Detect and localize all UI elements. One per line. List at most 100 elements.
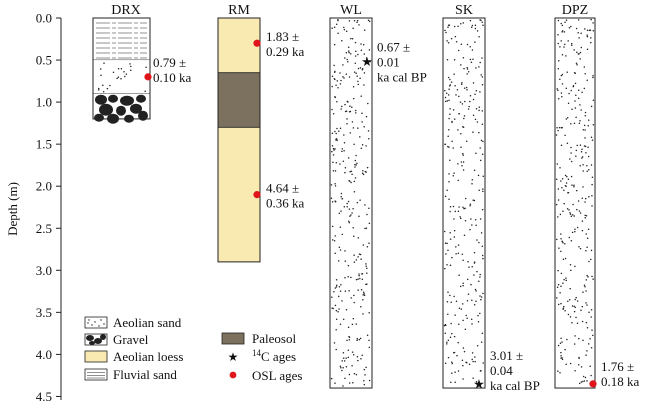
sand-grain [471, 299, 473, 301]
sand-grain [449, 294, 451, 297]
sand-grain [462, 282, 464, 284]
legend-paleosol-label: Paleosol [252, 331, 296, 346]
sand-grain [365, 145, 367, 147]
sand-grain [444, 100, 447, 103]
sand-grain [358, 273, 360, 275]
sand-grain [482, 188, 484, 190]
sand-grain [474, 356, 476, 358]
sand-grain [444, 323, 447, 326]
sand-grain [560, 354, 562, 357]
sand-grain [560, 22, 562, 25]
sand-grain [571, 108, 573, 110]
sand-grain [463, 115, 466, 117]
sand-grain [339, 127, 342, 129]
sand-grain [452, 205, 455, 208]
sand-grain [332, 307, 334, 310]
sand-grain [560, 74, 563, 77]
sand-grain [479, 218, 482, 220]
sand-grain [339, 226, 342, 228]
sand-grain [368, 379, 371, 382]
sand-grain [342, 351, 345, 354]
sand-grain [475, 380, 478, 383]
sand-grain [356, 75, 358, 77]
sand-grain [590, 136, 593, 139]
sand-grain [568, 299, 571, 301]
sand-grain [337, 32, 339, 34]
sand-grain [588, 311, 590, 313]
sand-grain [444, 242, 447, 244]
sand-grain [447, 76, 450, 79]
sand-grain [462, 169, 465, 171]
sand-grain [444, 332, 447, 335]
sand-grain [470, 218, 472, 220]
sand-grain [586, 79, 588, 81]
sand-grain [339, 163, 341, 165]
sand-grain [460, 146, 462, 148]
sand-grain [358, 24, 360, 26]
sand-grain [471, 358, 473, 361]
sand-grain [333, 43, 336, 46]
sand-grain [563, 202, 565, 205]
sand-grain [478, 66, 480, 68]
sand-grain [558, 126, 561, 129]
sand-grain [590, 374, 592, 377]
sand-grain [574, 265, 576, 268]
sand-grain [556, 297, 558, 299]
sand-grain [447, 145, 449, 148]
sand-grain [565, 19, 568, 21]
gravel-pebble [89, 341, 95, 345]
sand-grain [444, 362, 447, 365]
sand-grain [352, 226, 354, 229]
sand-grain [479, 159, 482, 162]
sand-grain [342, 367, 344, 369]
sand-grain [462, 161, 465, 163]
sand-grain [562, 258, 565, 260]
depth-axis-title: Depth (m) [5, 182, 20, 236]
sand-grain [580, 32, 582, 35]
sand-grain [475, 67, 477, 69]
sk-age-line1: 3.01 ± [490, 348, 523, 363]
sand-grain [449, 210, 451, 213]
sand-grain [451, 372, 453, 374]
sand-grain [573, 49, 575, 51]
sand-grain [355, 109, 357, 112]
sand-grain [475, 89, 478, 92]
sand-grain [574, 369, 576, 372]
sand-grain [457, 210, 460, 212]
sand-grain [454, 210, 457, 213]
sand-grain [571, 231, 574, 234]
sand-grain [334, 382, 336, 384]
sand-grain [587, 155, 590, 158]
sand-grain [463, 234, 466, 237]
sand-grain [340, 108, 342, 110]
sand-grain [556, 238, 558, 241]
sand-grain [559, 78, 561, 81]
sand-grain [569, 211, 571, 214]
sand-grain [555, 178, 558, 181]
sand-grain [362, 170, 364, 172]
sand-grain [359, 136, 361, 138]
sand-grain [453, 172, 455, 174]
sand-grain [577, 19, 580, 21]
sand-grain [366, 283, 368, 285]
sand-grain [579, 119, 581, 122]
sand-grain [556, 126, 558, 129]
sand-grain [330, 377, 333, 380]
sand-grain [103, 323, 105, 325]
sand-grain [449, 205, 452, 208]
sand-grain [447, 339, 450, 341]
sand-grain [557, 216, 559, 218]
column-title-sk: SK [455, 3, 473, 18]
sand-grain [557, 303, 560, 306]
sand-grain [577, 364, 580, 366]
sand-grain [349, 132, 352, 134]
sand-grain [479, 295, 481, 297]
rm-lower-loess-unit [218, 127, 260, 262]
sand-grain [460, 132, 462, 135]
sand-grain [351, 364, 353, 367]
sand-grain [334, 96, 337, 99]
sand-grain [144, 90, 146, 93]
sand-grain [578, 246, 580, 248]
sand-grain [344, 260, 347, 262]
sand-grain [125, 73, 128, 75]
